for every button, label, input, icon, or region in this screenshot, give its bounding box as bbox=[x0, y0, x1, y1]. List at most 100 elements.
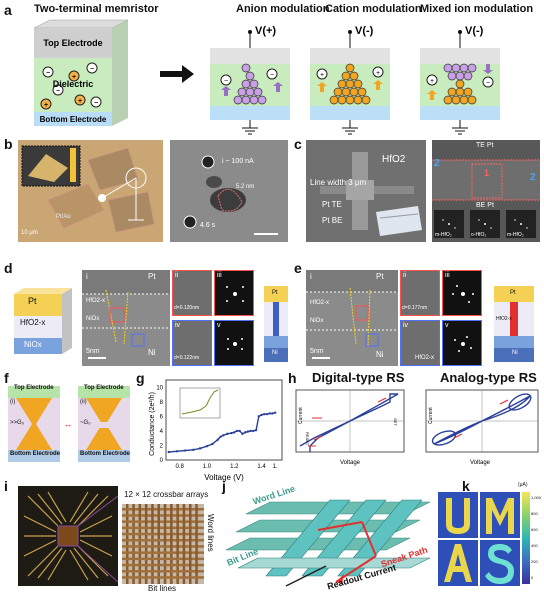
stack-d-schematic bbox=[264, 286, 288, 362]
e-i-label: i bbox=[310, 272, 312, 281]
bit-line bbox=[170, 504, 173, 584]
svg-text:−: − bbox=[224, 78, 228, 85]
memristor-diagram: −−−− +++ Top Electrode Dielectric Bottom… bbox=[33, 19, 500, 135]
panel-label-i: i bbox=[4, 478, 8, 494]
time-label: 4.6 s bbox=[200, 222, 216, 229]
svg-text:−: − bbox=[94, 100, 98, 107]
fft-label-3: m-HfO₂ bbox=[507, 232, 524, 238]
word-line bbox=[122, 532, 204, 536]
d-ni-schem: Ni bbox=[272, 350, 278, 356]
e-ni-schem: Ni bbox=[512, 350, 518, 356]
bit-line bbox=[151, 504, 154, 584]
rs-curves: Current Current Voltage Voltage SET RESE… bbox=[295, 389, 539, 466]
bit-line bbox=[176, 504, 179, 584]
d-i-label: i bbox=[86, 272, 88, 281]
panel-label-k: k bbox=[462, 478, 470, 494]
region-1: 1 bbox=[484, 168, 490, 178]
map-u bbox=[438, 492, 478, 538]
bit-line bbox=[144, 504, 148, 584]
data-point bbox=[257, 415, 260, 418]
d-pt-label: Pt bbox=[28, 296, 37, 306]
panel-label-b: b bbox=[4, 136, 13, 152]
anion-title: Anion modulation bbox=[236, 3, 330, 15]
word-line bbox=[122, 557, 204, 561]
data-point bbox=[175, 450, 179, 453]
map-a bbox=[438, 540, 478, 586]
data-point bbox=[265, 412, 269, 416]
reset-label: RESET bbox=[305, 432, 310, 446]
e-hfo-tem-label: HfO2-x bbox=[310, 300, 330, 306]
te-pt-label: TE Pt bbox=[476, 142, 494, 149]
cation-title: Cation modulation bbox=[325, 3, 422, 15]
e-hfo-iv: HfO2-x bbox=[415, 355, 435, 361]
data-point bbox=[211, 442, 214, 446]
data-point bbox=[216, 438, 220, 441]
g-xlabel: Voltage (V) bbox=[204, 473, 244, 482]
data-point bbox=[198, 447, 202, 450]
data-point bbox=[254, 428, 258, 432]
hfo2-label: HfO2 bbox=[382, 154, 406, 165]
label-top-electrode: Top Electrode bbox=[43, 38, 102, 48]
stack-d bbox=[14, 288, 72, 354]
bit-lines-label: Bit lines bbox=[148, 584, 177, 593]
word-line bbox=[122, 508, 204, 511]
g-ylabel: Conductance (2e²/h) bbox=[149, 392, 156, 456]
y-tick-label: 4 bbox=[160, 429, 164, 435]
data-point bbox=[222, 434, 225, 437]
panel-label-j: j bbox=[222, 478, 226, 494]
data-point bbox=[271, 412, 274, 415]
e-hfo-schem: HfO2-x bbox=[496, 316, 512, 322]
fft-d-iii: iii bbox=[214, 270, 254, 316]
arrow-icon bbox=[160, 65, 194, 83]
colorbar-ticks: 1,000 800 600 400 200 0 bbox=[531, 495, 542, 580]
fft-e-v: v bbox=[442, 320, 482, 366]
region-2-left: 2 bbox=[434, 158, 440, 169]
panel-label-g: g bbox=[136, 370, 145, 386]
word-line bbox=[122, 576, 204, 579]
y-tick-label: 6 bbox=[160, 414, 164, 420]
data-point bbox=[219, 435, 222, 438]
data-point bbox=[243, 431, 247, 434]
svg-text:+: + bbox=[320, 72, 324, 79]
d-d1-label: d=0.120nm bbox=[174, 305, 200, 311]
data-point bbox=[241, 432, 244, 436]
e-pt-schem: Pt bbox=[510, 290, 516, 296]
crossbar-image bbox=[122, 504, 204, 584]
data-point bbox=[252, 429, 255, 433]
d-d2-label: d=0.122nm bbox=[174, 355, 200, 361]
map-s bbox=[480, 540, 520, 586]
length-label: 5.2 nm bbox=[236, 184, 255, 190]
v-minus-label-1: V(-) bbox=[355, 25, 374, 37]
bit-line bbox=[132, 504, 135, 584]
data-point bbox=[233, 431, 236, 434]
digital-current-label: Current bbox=[298, 407, 304, 424]
panel-label-a: a bbox=[4, 2, 12, 18]
memristor-title: Two-terminal memristor bbox=[34, 3, 159, 15]
word-line bbox=[122, 539, 204, 542]
word-line bbox=[122, 520, 204, 523]
y-tick-label: 10 bbox=[156, 385, 163, 391]
d-nio-label: NiOx bbox=[24, 340, 42, 349]
tem-e-main: i Pt HfO2-x NiOx Ni 5nm bbox=[306, 270, 398, 366]
svg-text:−: − bbox=[90, 66, 94, 73]
svg-text:+: + bbox=[376, 70, 380, 77]
top-electrode-layer bbox=[34, 28, 112, 58]
d-nio-tem-label: NiOx bbox=[86, 316, 100, 322]
word-lines-label: Word lines bbox=[206, 514, 215, 552]
label-dielectric: Dielectric bbox=[53, 79, 94, 89]
line-width-label: Line width 3 μm bbox=[310, 178, 367, 187]
data-point bbox=[205, 444, 209, 448]
fft-d-v: v bbox=[214, 320, 254, 366]
y-tick-label: 2 bbox=[160, 443, 164, 449]
data-point bbox=[273, 411, 277, 414]
data-point bbox=[167, 450, 170, 454]
f-top-right: Top Electrode bbox=[84, 385, 124, 391]
bit-line bbox=[126, 504, 129, 584]
d-ni-tem-label: Ni bbox=[148, 348, 156, 357]
x-tick-label: 1.4 bbox=[257, 464, 266, 470]
bit-line bbox=[195, 504, 198, 584]
y-tick-label: 0 bbox=[160, 458, 164, 464]
bit-line bbox=[189, 504, 192, 584]
map-m bbox=[480, 492, 520, 538]
